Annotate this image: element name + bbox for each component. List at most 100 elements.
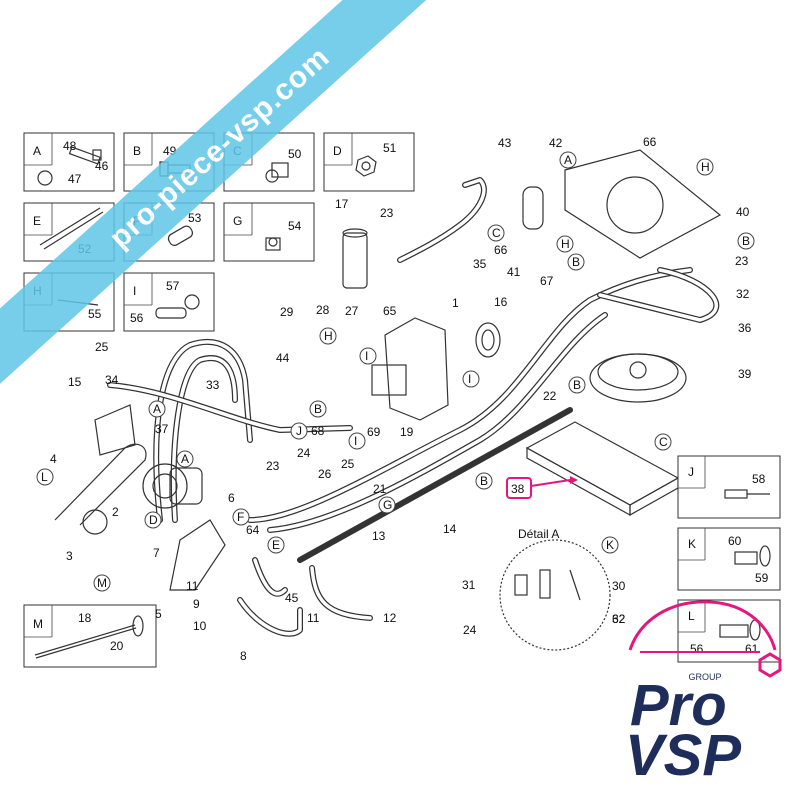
- kit-box-j: J 58: [677, 455, 781, 519]
- part-label: 11: [186, 579, 199, 593]
- part-label: 24: [463, 623, 477, 637]
- highlight-38: [506, 476, 578, 499]
- fan-shroud: [564, 149, 722, 259]
- part-label: 38: [511, 482, 525, 496]
- part-label: 28: [316, 303, 330, 317]
- part-number: 50: [288, 147, 302, 161]
- part-label: 22: [543, 389, 557, 403]
- part-label: 66: [494, 243, 508, 257]
- part-label: 10: [193, 619, 207, 633]
- part-label: 21: [373, 482, 387, 496]
- part-label: 39: [738, 367, 752, 381]
- logo-group-text: GROUP: [688, 672, 721, 682]
- part-number: 59: [755, 571, 769, 585]
- callout-letters: A A A B B B B B C C D E F G H H H I I I …: [36, 151, 755, 592]
- logo-line1: Pro: [630, 673, 727, 738]
- part-label: 8: [240, 649, 247, 663]
- part-label: 40: [736, 205, 750, 219]
- callout: L: [41, 470, 48, 484]
- callout: B: [573, 378, 581, 392]
- receiver-drier: [522, 186, 544, 230]
- callout: H: [701, 160, 710, 174]
- provsp-logo: GROUP Pro VSP: [625, 600, 782, 780]
- part-label: 30: [612, 579, 626, 593]
- kit-letter: D: [333, 144, 342, 158]
- part-label: 23: [380, 206, 394, 220]
- part-number: 54: [288, 219, 302, 233]
- callout: D: [149, 513, 158, 527]
- part-number: 20: [110, 639, 124, 653]
- part-label: 43: [498, 136, 512, 150]
- callout: J: [296, 424, 302, 438]
- part-label: 44: [276, 351, 290, 365]
- callout: C: [659, 435, 668, 449]
- callout: B: [480, 474, 488, 488]
- part-label: 65: [383, 304, 397, 318]
- callout: K: [606, 538, 614, 552]
- condenser: [525, 421, 680, 517]
- hose-network: [107, 177, 720, 637]
- kit-letter: B: [133, 144, 141, 158]
- kit-letter: G: [233, 214, 242, 228]
- callout: F: [237, 510, 244, 524]
- callout: H: [324, 329, 333, 343]
- evaporator-unit: [371, 317, 449, 421]
- callout: B: [314, 402, 322, 416]
- part-label: 23: [735, 254, 749, 268]
- part-label: 45: [285, 591, 299, 605]
- part-number: 51: [383, 141, 397, 155]
- kit-letter: I: [133, 284, 136, 298]
- part-label: 16: [494, 295, 508, 309]
- part-label: 37: [155, 422, 169, 436]
- logo-line2: VSP: [625, 723, 741, 780]
- part-label: 33: [206, 378, 220, 392]
- part-label: 34: [105, 373, 119, 387]
- callout: C: [492, 226, 501, 240]
- detail-title: Détail A: [518, 527, 559, 541]
- part-label: 11: [307, 611, 320, 625]
- part-label: 25: [95, 340, 109, 354]
- part-number: 53: [188, 211, 202, 225]
- part-label: 69: [367, 425, 381, 439]
- part-label: 5: [155, 607, 162, 621]
- callout: I: [354, 434, 357, 448]
- foam-ring: [475, 322, 501, 358]
- part-label: 41: [507, 265, 521, 279]
- part-label: 62: [612, 612, 626, 626]
- part-number: 58: [752, 472, 766, 486]
- kit-letter: A: [33, 144, 41, 158]
- part-label: 68: [311, 424, 325, 438]
- callout: E: [272, 538, 280, 552]
- part-label: 14: [443, 522, 457, 536]
- part-label: 27: [345, 304, 359, 318]
- part-label: 64: [246, 523, 260, 537]
- part-label: 42: [549, 136, 563, 150]
- part-number: 46: [95, 159, 109, 173]
- part-label: 17: [335, 197, 349, 211]
- part-label: 32: [612, 612, 626, 626]
- mounting-bracket: [94, 404, 226, 591]
- kit-box-d: D 51: [323, 132, 415, 192]
- kit-letter: L: [688, 609, 695, 623]
- part-label: 1: [452, 296, 459, 310]
- part-label: 19: [400, 425, 414, 439]
- part-number: 60: [728, 534, 742, 548]
- kit-box-g: G 54: [223, 202, 315, 262]
- electric-fan: [589, 353, 687, 403]
- part-label: 31: [462, 578, 476, 592]
- part-label: 24: [297, 446, 311, 460]
- kit-box-i: I 57 56: [123, 272, 215, 332]
- kit-letter: M: [33, 617, 43, 631]
- part-label: 3: [66, 549, 73, 563]
- part-label: 35: [473, 257, 487, 271]
- part-label: 23: [266, 459, 280, 473]
- part-number: 47: [68, 172, 82, 186]
- detail-a-view: Détail A: [499, 527, 611, 651]
- callout: A: [181, 452, 189, 466]
- part-label: 4: [50, 452, 57, 466]
- drive-belt: [54, 443, 147, 535]
- callout: M: [97, 576, 107, 590]
- callout: A: [153, 402, 161, 416]
- part-label: 26: [318, 467, 332, 481]
